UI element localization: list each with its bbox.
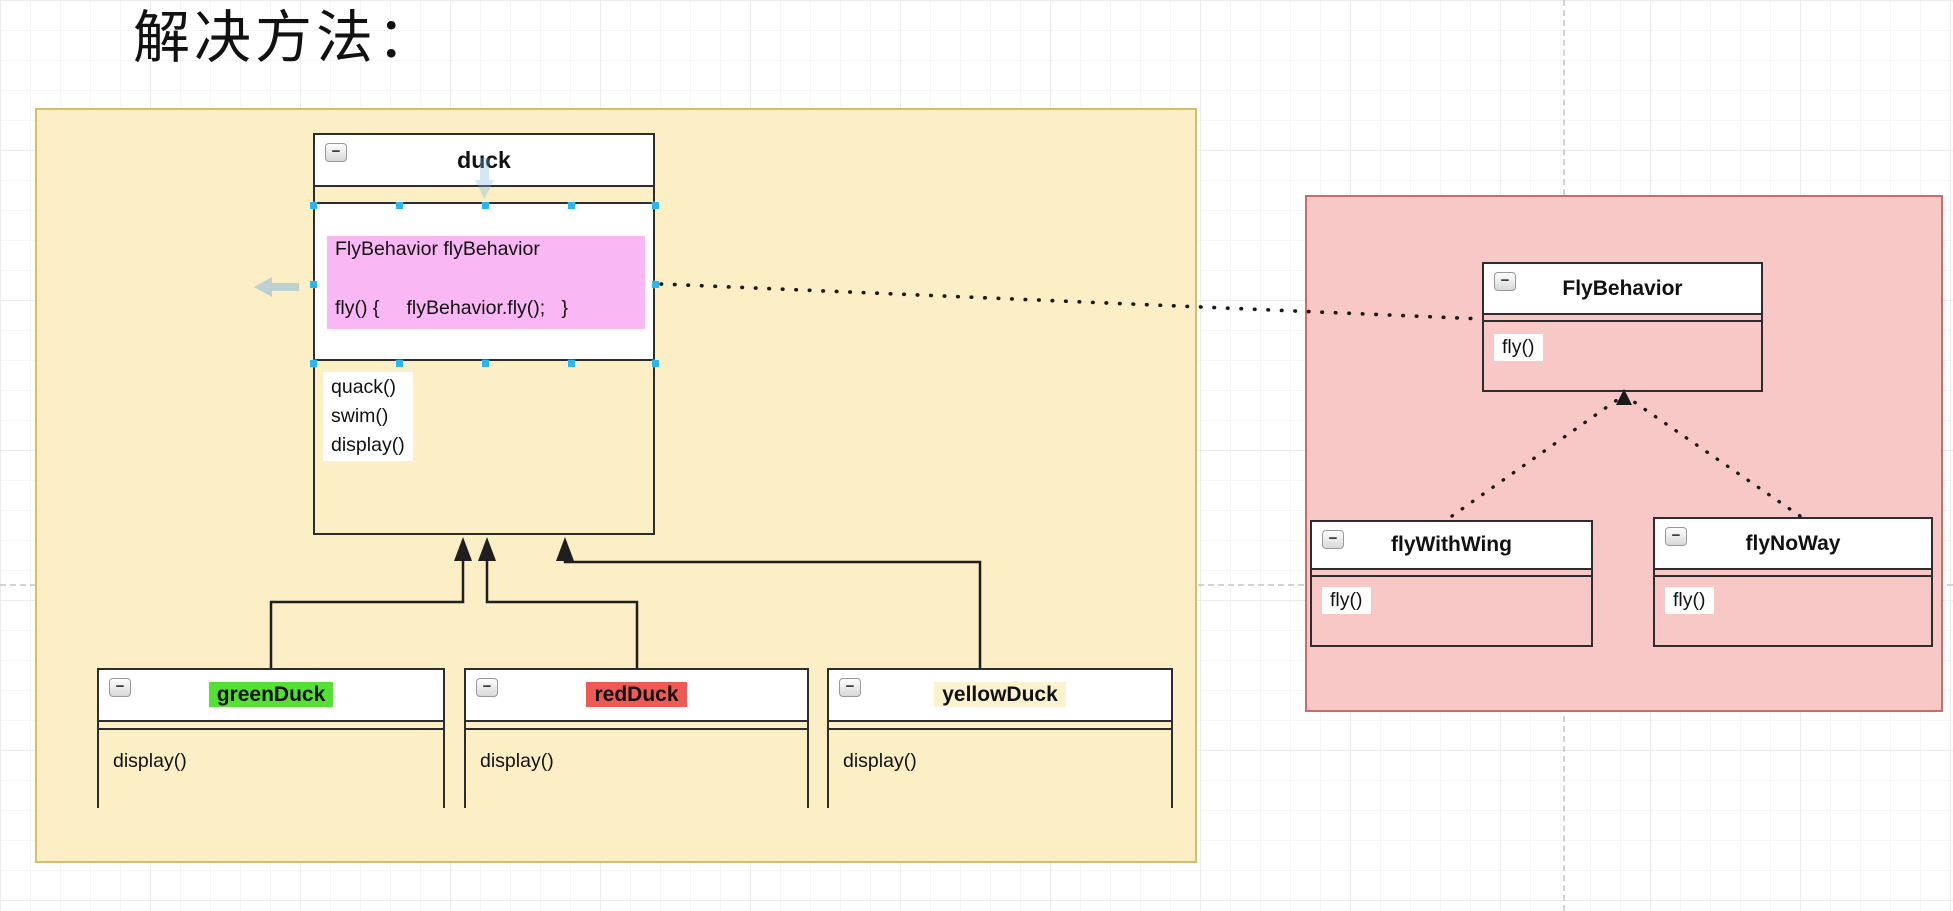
class-flynoway[interactable]: − flyNoWay fly() (1653, 517, 1933, 647)
collapse-icon[interactable]: − (1494, 272, 1516, 291)
collapse-icon[interactable]: − (325, 143, 347, 162)
selection-handle[interactable] (310, 281, 317, 288)
class-title: flyNoWay (1745, 531, 1841, 555)
collapse-icon[interactable]: − (476, 678, 498, 697)
methods-highlight: quack() swim() display() (323, 372, 413, 461)
attribute-line: FlyBehavior flyBehavior (335, 238, 540, 260)
class-redduck[interactable]: − redDuck display() (464, 668, 809, 822)
greenduck-methods-section: display() (99, 750, 443, 822)
duck-methods-section: quack() swim() display() (315, 361, 653, 531)
class-title: redDuck (586, 682, 687, 707)
section-divider (829, 722, 1171, 730)
class-flybehavior[interactable]: − FlyBehavior fly() (1482, 262, 1763, 392)
method-line: fly() (1322, 587, 1371, 614)
flybehavior-methods-section: fly() (1484, 322, 1761, 384)
collapse-icon[interactable]: − (839, 678, 861, 697)
redduck-methods-section: display() (466, 750, 807, 822)
method-line: fly() (1494, 334, 1543, 361)
selection-handle[interactable] (310, 360, 317, 367)
class-yellowduck-header[interactable]: − yellowDuck (829, 670, 1171, 722)
class-title: greenDuck (208, 682, 334, 707)
class-flywithwing[interactable]: − flyWithWing fly() (1310, 520, 1593, 647)
selection-handle[interactable] (396, 360, 403, 367)
section-divider (1312, 570, 1591, 577)
method-line: display() (331, 434, 405, 456)
flynoway-methods-section: fly() (1655, 577, 1931, 639)
class-duck-header[interactable]: − duck (315, 135, 653, 187)
collapse-icon[interactable]: − (1322, 530, 1344, 549)
section-divider (1484, 315, 1761, 322)
attributes-highlight: FlyBehavior flyBehavior fly() { flyBehav… (327, 236, 645, 329)
class-redduck-header[interactable]: − redDuck (466, 670, 807, 722)
yellowduck-methods-section: display() (829, 750, 1171, 822)
flywithwing-methods-section: fly() (1312, 577, 1591, 639)
collapse-icon[interactable]: − (1665, 527, 1687, 546)
class-yellowduck[interactable]: − yellowDuck display() (827, 668, 1173, 822)
page-title: 解决方法： (133, 6, 438, 70)
class-flynoway-header[interactable]: − flyNoWay (1655, 519, 1931, 570)
method-line: swim() (331, 405, 389, 427)
selection-handle[interactable] (568, 360, 575, 367)
selection-handle[interactable] (652, 360, 659, 367)
class-title: yellowDuck (934, 682, 1066, 707)
method-line: display() (480, 750, 554, 772)
class-title: FlyBehavior (1562, 276, 1683, 300)
selection-handle[interactable] (396, 202, 403, 209)
class-greenduck[interactable]: − greenDuck display() (97, 668, 445, 822)
class-duck[interactable]: − duck FlyBehavior flyBehavior fly() { f… (313, 133, 655, 535)
section-divider (1655, 570, 1931, 577)
duck-attributes-section[interactable]: FlyBehavior flyBehavior fly() { flyBehav… (315, 204, 653, 361)
attribute-line: fly() { flyBehavior.fly(); } (335, 297, 568, 319)
section-divider (466, 722, 807, 730)
class-flywithwing-header[interactable]: − flyWithWing (1312, 522, 1591, 570)
selection-handle[interactable] (652, 202, 659, 209)
selection-handle[interactable] (482, 360, 489, 367)
class-title: flyWithWing (1391, 533, 1512, 556)
method-line: fly() (1665, 587, 1714, 614)
selection-handle[interactable] (310, 202, 317, 209)
method-line: quack() (331, 376, 397, 398)
selection-handle[interactable] (482, 202, 489, 209)
section-divider (99, 722, 443, 730)
class-title: duck (457, 146, 511, 173)
class-greenduck-header[interactable]: − greenDuck (99, 670, 443, 722)
selection-handle[interactable] (568, 202, 575, 209)
collapse-icon[interactable]: − (109, 678, 131, 697)
method-line: display() (843, 750, 917, 772)
method-line: display() (113, 750, 187, 772)
class-flybehavior-header[interactable]: − FlyBehavior (1484, 264, 1761, 315)
selection-handle[interactable] (652, 281, 659, 288)
